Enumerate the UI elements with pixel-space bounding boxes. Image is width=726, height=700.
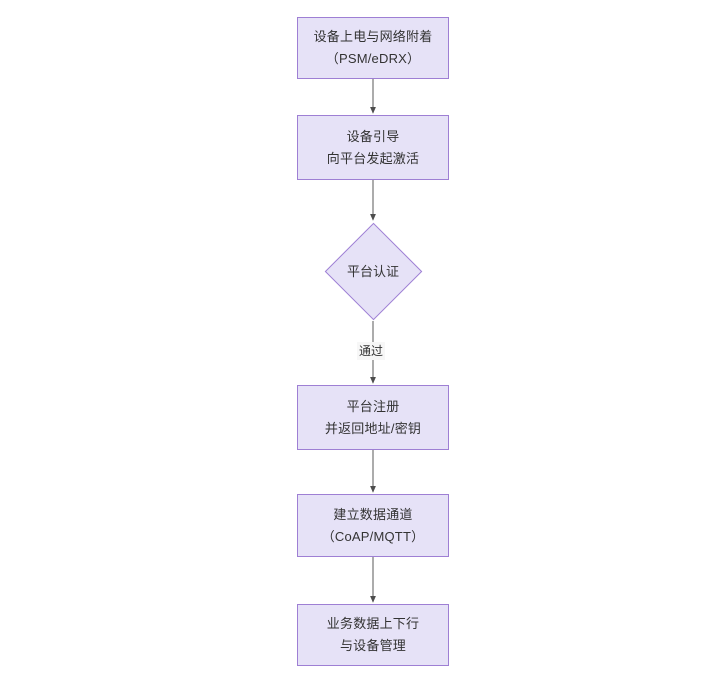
node-line: 与设备管理 [339,638,406,653]
node-line: 建立数据通道 [333,506,413,522]
node-line: 并返回地址/密钥 [324,420,422,436]
node-line: （CoAP/MQTT） [321,528,425,544]
node-line: 设备上电与网络附着 [313,29,433,44]
node-line: 向平台发起激活 [326,150,420,166]
node-establish-data-channel[interactable]: 建立数据通道 （CoAP/MQTT） [297,494,449,557]
node-device-power-on[interactable]: 设备上电与网络附着 （PSM/eDRX） [297,17,449,79]
edge-label-pass: 通过 [357,342,386,360]
node-line: 业务数据上下行 [326,616,420,631]
node-line: 平台认证 [346,263,399,279]
node-line: （PSM/eDRX） [325,51,421,66]
node-platform-auth-decision[interactable]: 平台认证 [324,222,422,321]
node-platform-register[interactable]: 平台注册 并返回地址/密钥 [297,385,449,450]
node-device-bootstrap[interactable]: 设备引导 向平台发起激活 [297,115,449,180]
node-line: 设备引导 [346,128,400,144]
node-line: 平台注册 [346,398,400,414]
node-business-data-and-device-management[interactable]: 业务数据上下行 与设备管理 [297,604,449,666]
